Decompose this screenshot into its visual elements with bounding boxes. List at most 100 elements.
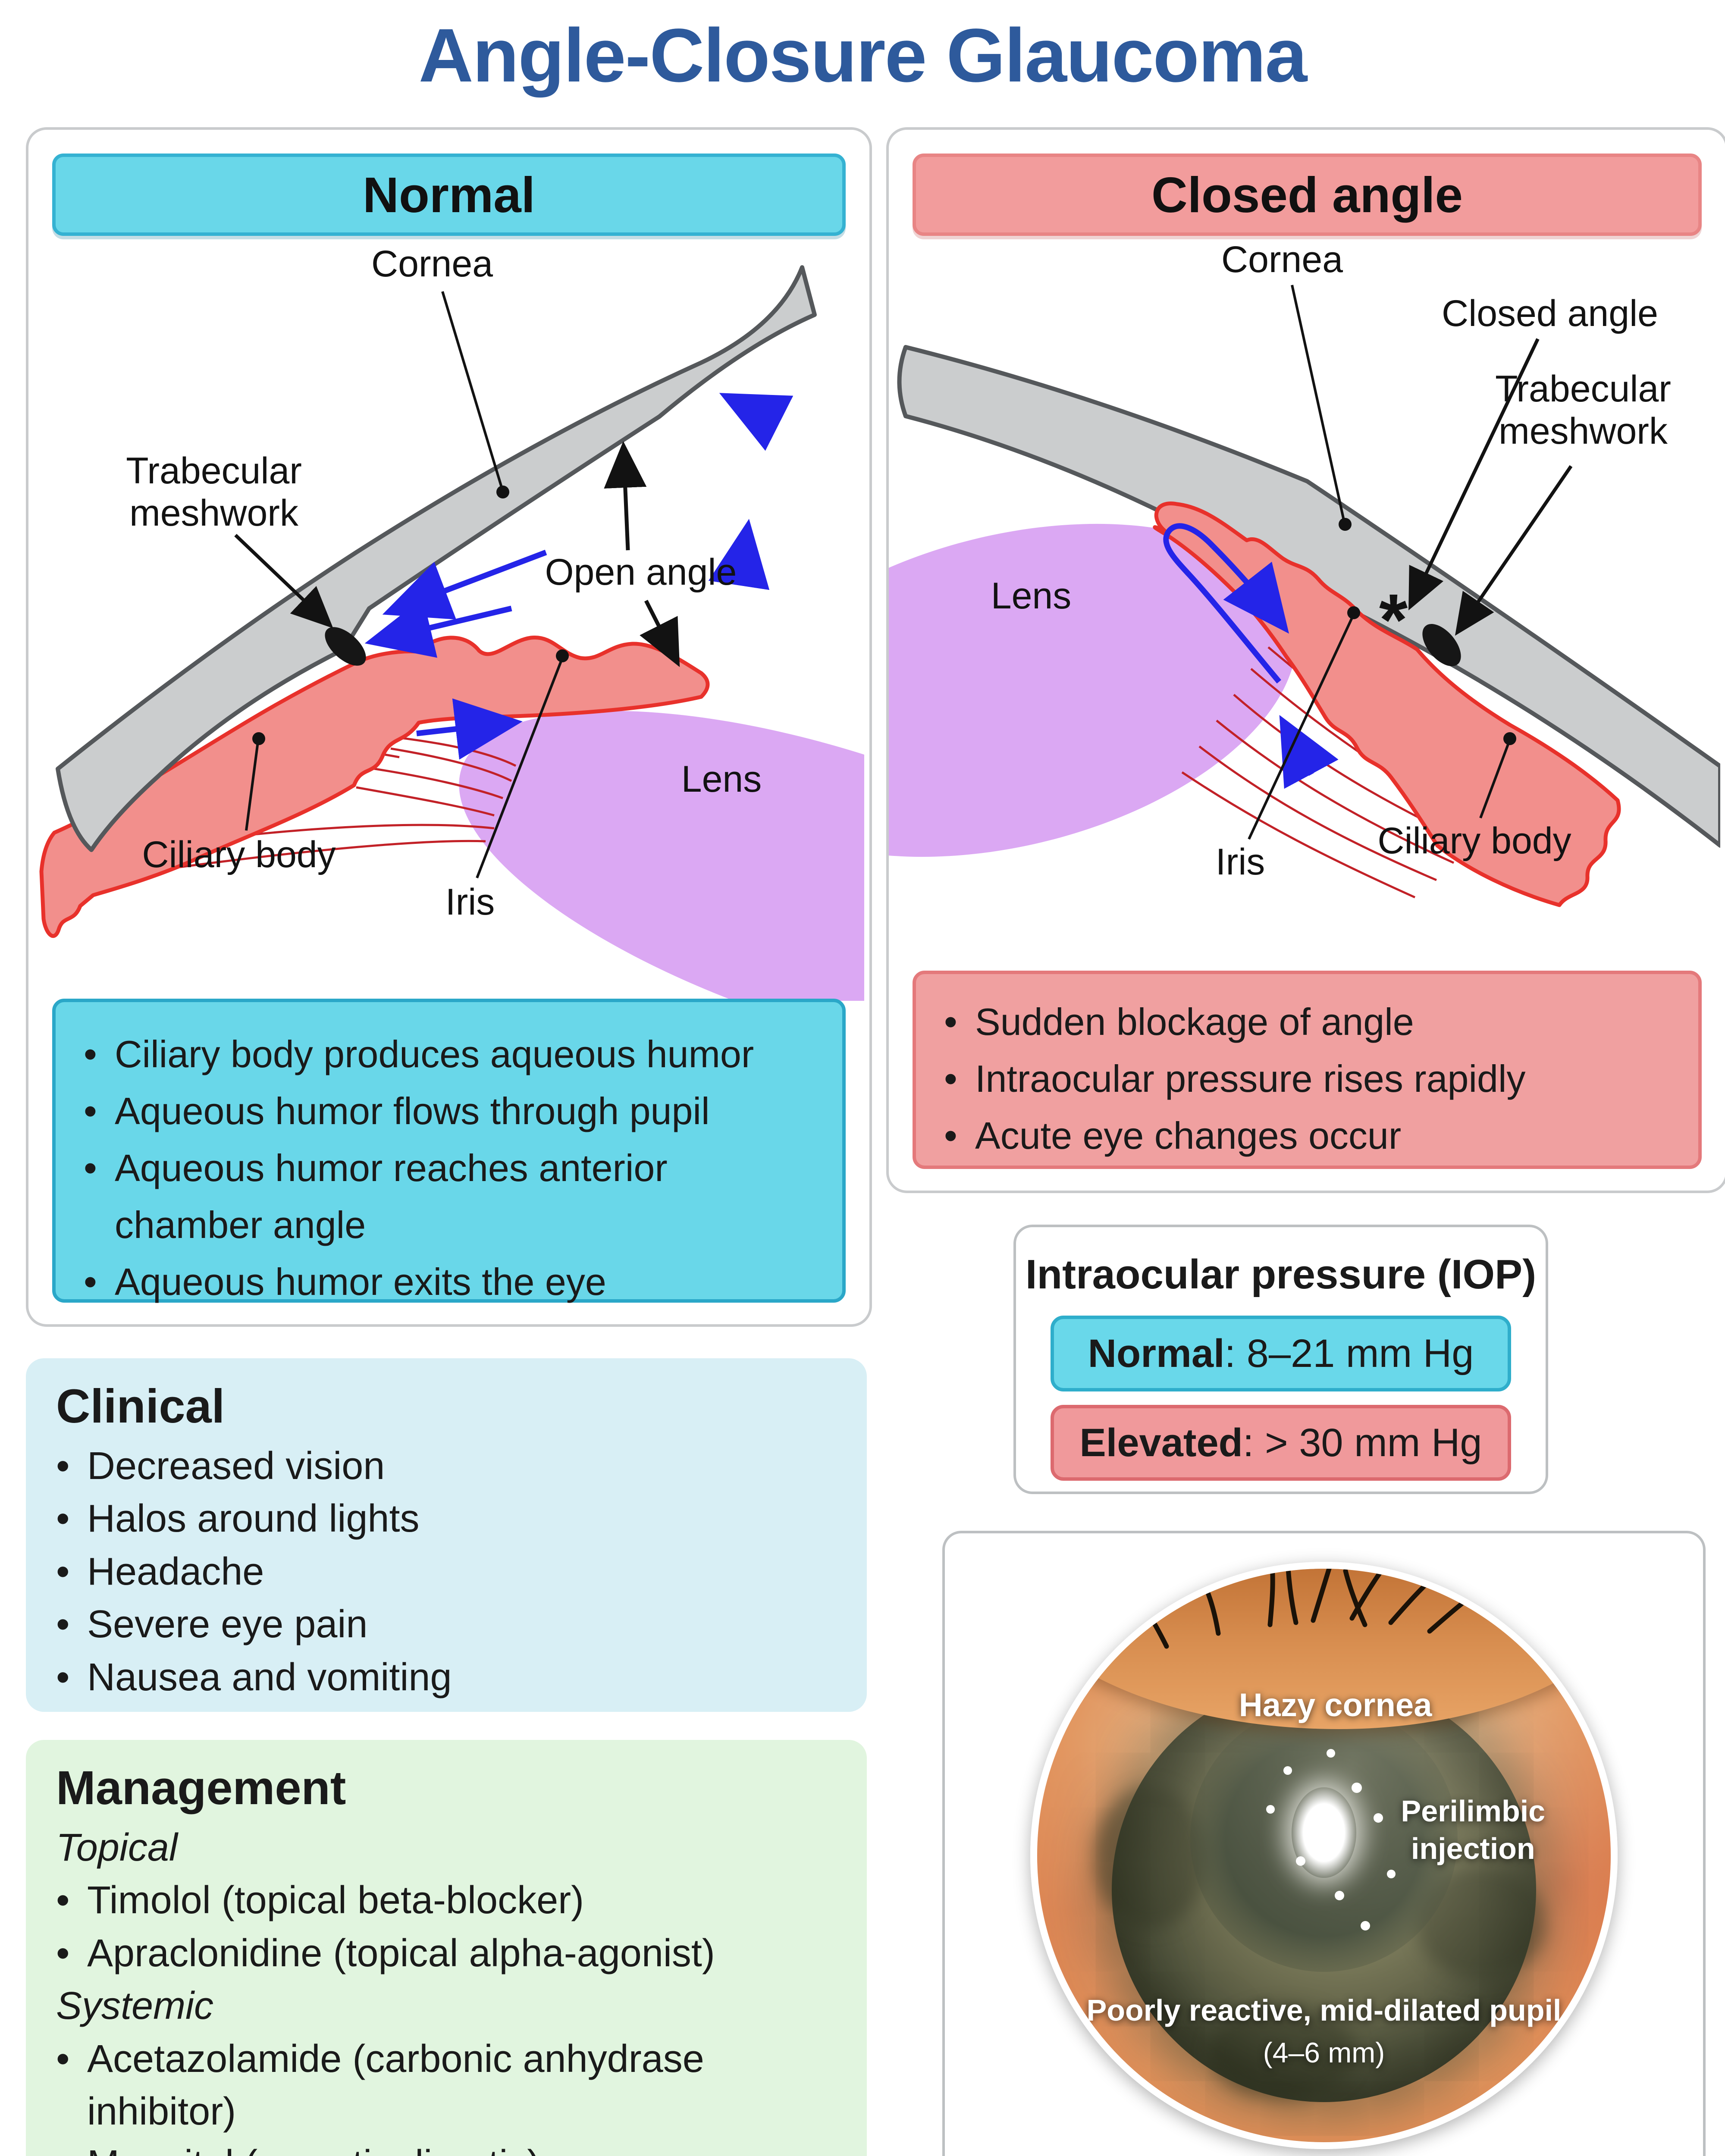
label-cornea: Cornea <box>371 243 493 285</box>
bullet-glyph: • <box>84 1147 97 1189</box>
trabecular-meshwork-dot <box>325 627 366 666</box>
label-trabecular-2: meshwork <box>1499 411 1668 452</box>
iop-card: Intraocular pressure (IOP) Normal: 8–21 … <box>1013 1225 1548 1494</box>
label-cornea: Cornea <box>1221 239 1343 280</box>
bullet-glyph: • <box>56 1931 70 1975</box>
list-item: • Aqueous humor exits the eye <box>84 1253 814 1310</box>
closed-eye-diagram: * Cornea Closed angle Trabecular meshwor… <box>889 239 1720 907</box>
drug: Timolol (topical beta-blocker) <box>87 1879 584 1922</box>
bullet-glyph: • <box>56 1550 70 1593</box>
eye-photo: Hazy cornea Perilimbic injection Poorly … <box>1030 1562 1618 2149</box>
drug: Mannitol (osmotic diuretic) <box>87 2138 540 2156</box>
cornea-dot <box>496 486 509 498</box>
label-closed-angle: Closed angle <box>1442 293 1658 334</box>
eye-photo-card: Hazy cornea Perilimbic injection Poorly … <box>942 1531 1706 2156</box>
iop-title: Intraocular pressure (IOP) <box>1025 1251 1537 1297</box>
fact-text: Sudden blockage of angle <box>975 1000 1414 1043</box>
cornea-shape <box>56 265 817 852</box>
symptom: Halos around lights <box>87 1497 420 1541</box>
label-pupil: Poorly reactive, mid-dilated pupil <box>1086 1993 1562 2028</box>
iris-blotch <box>1209 2004 1356 2100</box>
drug: Apraclonidine (topical alpha-agonist) <box>87 1931 715 1975</box>
reflection-sparkles <box>1324 1832 1329 1838</box>
label-lens: Lens <box>681 758 762 800</box>
light-reflection <box>1292 1787 1356 1878</box>
symptom: Decreased vision <box>87 1445 385 1488</box>
lens-shape <box>889 523 1297 857</box>
iop-normal-value: : 8–21 mm Hg <box>1224 1331 1474 1376</box>
list-item: • Decreased vision <box>56 1440 837 1492</box>
list-item: • Ciliary body produces aqueous humor <box>84 1026 814 1083</box>
normal-panel: Normal <box>26 127 872 1327</box>
symptom: Severe eye pain <box>87 1603 368 1646</box>
normal-panel-header: Normal <box>52 154 846 236</box>
lens-shape <box>459 711 864 1001</box>
label-ciliary-body: Ciliary body <box>1377 820 1571 862</box>
fact-text: Aqueous humor reaches anterior chamber a… <box>115 1147 668 1246</box>
iop-normal-pill: Normal: 8–21 mm Hg <box>1051 1316 1511 1391</box>
list-item: • Timolol (topical beta-blocker) <box>56 1874 837 1927</box>
label-perilimbic-line2: injection <box>1411 1832 1535 1866</box>
symptom: Headache <box>87 1550 264 1593</box>
closed-angle-panel: Closed angle <box>886 127 1725 1193</box>
list-item: • Aqueous humor reaches anterior chamber… <box>84 1140 814 1253</box>
iop-normal-label: Normal <box>1088 1331 1225 1376</box>
label-perilimbic: Perilimbic injection <box>1358 1792 1588 1868</box>
label-lens: Lens <box>991 575 1072 617</box>
bullet-glyph: • <box>56 2138 87 2156</box>
iop-elevated-value: : > 30 mm Hg <box>1242 1420 1482 1465</box>
ciliary-dot <box>252 732 265 745</box>
fact-text: Aqueous humor flows through pupil <box>115 1090 710 1132</box>
iris-dot <box>1347 606 1360 619</box>
closed-header-label: Closed angle <box>1151 166 1463 223</box>
closed-angle-asterisk: * <box>1379 579 1408 661</box>
topical-heading: Topical <box>56 1826 178 1869</box>
label-open-angle: Open angle <box>545 552 737 593</box>
list-item: • Aqueous humor flows through pupil <box>84 1083 814 1140</box>
fact-text: Aqueous humor exits the eye <box>115 1260 606 1303</box>
list-item: • Severe eye pain <box>56 1598 837 1651</box>
leader-lines <box>1248 285 1573 840</box>
label-ciliary-body: Ciliary body <box>142 834 336 875</box>
list-item: • Apraclonidine (topical alpha-agonist) <box>56 1927 837 1980</box>
bullet-glyph: • <box>84 1260 97 1303</box>
normal-eye-diagram: Cornea Trabecular meshwork Open angle Ci… <box>39 243 864 1001</box>
trabecular-meshwork-dot <box>1422 624 1461 666</box>
fact-text: Ciliary body produces aqueous humor <box>115 1033 754 1075</box>
closed-facts-box: • Sudden blockage of angle • Intraocular… <box>913 971 1702 1169</box>
blocked-flow-arrows <box>1163 523 1339 789</box>
iris-dot <box>556 649 569 662</box>
label-trabecular-2: meshwork <box>129 492 299 534</box>
eyelashes <box>1121 1569 1488 1649</box>
bullet-glyph: • <box>84 1090 97 1132</box>
list-item: • Acetazolamide (carbonic anhydrase inhi… <box>56 2033 837 2138</box>
list-item: • Mannitol (osmotic diuretic) <box>56 2138 837 2156</box>
page-title: Angle-Closure Glaucoma <box>418 13 1308 98</box>
closed-panel-header: Closed angle <box>913 154 1702 236</box>
aqueous-flow-arrows <box>364 393 794 760</box>
bullet-glyph: • <box>56 1497 70 1541</box>
normal-facts-box: • Ciliary body produces aqueous humor • … <box>52 999 846 1303</box>
list-item: • Intraocular pressure rises rapidly <box>944 1050 1670 1107</box>
label-iris: Iris <box>445 881 495 923</box>
bullet-glyph: • <box>84 1033 97 1075</box>
list-item: • Sudden blockage of angle <box>944 993 1670 1050</box>
bullet-glyph: • <box>944 1000 957 1043</box>
bullet-glyph: • <box>56 1655 70 1699</box>
label-hazy-cornea: Hazy cornea <box>1239 1686 1432 1724</box>
management-box: Management Topical • Timolol (topical be… <box>26 1740 867 2156</box>
cornea-dot <box>1339 518 1352 531</box>
cornea-shape <box>897 345 1720 848</box>
list-item: • Acute eye changes occur <box>944 1107 1670 1164</box>
fact-text: Acute eye changes occur <box>975 1114 1402 1157</box>
label-trabecular-1: Trabecular <box>126 450 302 492</box>
bullet-glyph: • <box>56 1445 70 1488</box>
label-iris: Iris <box>1216 841 1265 883</box>
list-item: • Nausea and vomiting <box>56 1651 837 1704</box>
label-perilimbic-line1: Perilimbic <box>1401 1794 1546 1828</box>
bullet-glyph: • <box>944 1057 957 1100</box>
clinical-title: Clinical <box>56 1380 225 1433</box>
bullet-glyph: • <box>56 1603 70 1646</box>
bullet-glyph: • <box>56 1879 70 1922</box>
